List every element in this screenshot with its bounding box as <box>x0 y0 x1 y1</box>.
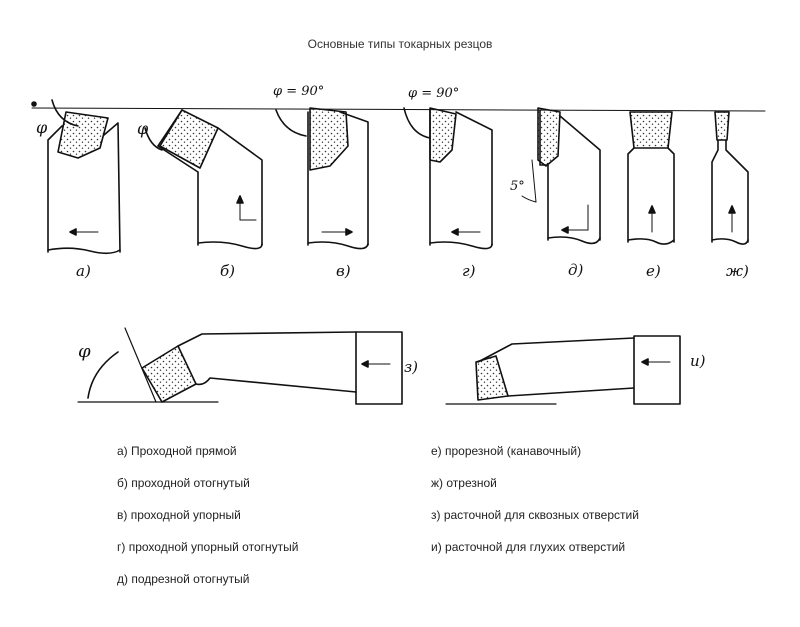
figure-label-z: з) <box>404 358 418 376</box>
legend-item-b: б) проходной отогнутый <box>117 476 250 490</box>
legend-item-e: е) прорезной (канавочный) <box>431 444 582 458</box>
figure-label-g: г) <box>462 262 476 280</box>
legend-item-i: и) расточной для глухих отверстий <box>431 540 626 554</box>
tool-e <box>627 111 675 245</box>
legend-item-a: а) Проходной прямой <box>117 444 237 458</box>
tool-zh <box>711 111 749 245</box>
tool-g <box>403 107 493 250</box>
figure-label-d: д) <box>568 261 584 279</box>
tool-a <box>47 99 121 255</box>
angle-label-c: φ = 90° <box>273 84 324 99</box>
figure-label-i: и) <box>690 352 706 370</box>
angle-label-z: φ <box>78 341 91 362</box>
tool-c <box>275 107 369 250</box>
figure-label-b: б) <box>220 262 235 280</box>
reference-line <box>31 107 766 112</box>
figure-label-c: в) <box>336 262 351 280</box>
reference-point <box>31 101 37 107</box>
tool-d <box>521 107 601 245</box>
figure-label-e: е) <box>646 262 661 280</box>
angle-label-b: φ <box>137 119 149 138</box>
angle-label-g: φ = 90° <box>408 86 459 101</box>
legend-item-g: г) проходной упорный отогнутый <box>117 540 299 554</box>
legend-item-d: д) подрезной отогнутый <box>117 572 250 586</box>
tool-b <box>144 109 263 250</box>
page-title: Основные типы токарных резцов <box>307 37 493 51</box>
legend-item-z: з) расточной для сквозных отверстий <box>431 508 639 522</box>
angle-label-a: φ <box>36 118 48 137</box>
figure-label-zh: ж) <box>726 262 749 280</box>
legend-item-zh: ж) отрезной <box>431 476 497 490</box>
tool-i <box>445 335 681 405</box>
legend-item-c: в) проходной упорный <box>117 508 241 522</box>
figure-label-a: а) <box>76 262 91 280</box>
tool-z <box>77 327 403 405</box>
angle-label-d: 5° <box>510 179 525 194</box>
